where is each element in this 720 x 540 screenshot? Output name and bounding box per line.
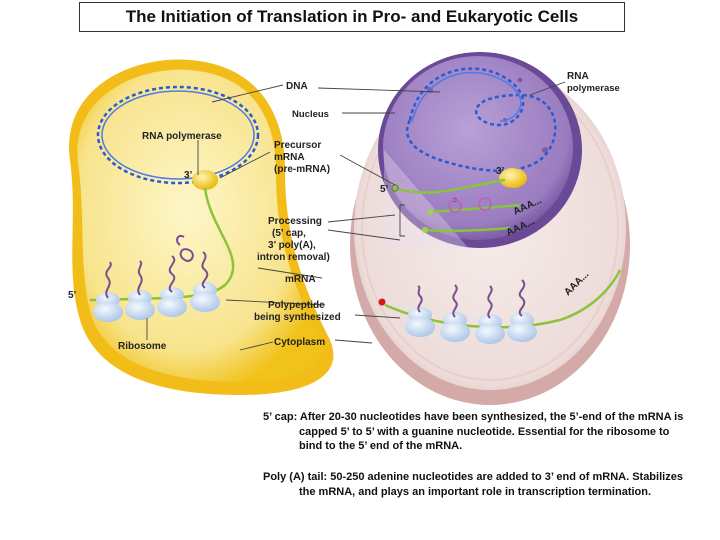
label-processing-line1: Processing	[268, 216, 322, 227]
note-five-prime-cap: 5’ cap: After 20-30 nucleotides have bee…	[263, 410, 693, 454]
label-precursor-line3: (pre-mRNA)	[274, 164, 330, 175]
leader-lines	[146, 81, 566, 351]
label-rna-polymerase-eukaryote-line2: polymerase	[567, 83, 620, 94]
label-three-prime-nucleus: 3’	[496, 166, 505, 177]
label-dna: DNA	[286, 81, 308, 92]
label-processing-line4: intron removal)	[257, 252, 330, 263]
label-rna-polymerase-eukaryote-line1: RNA	[567, 71, 589, 82]
prokaryote-dna-icon	[96, 85, 260, 185]
page-title: The Initiation of Translation in Pro- an…	[79, 2, 625, 32]
nucleus	[378, 52, 582, 250]
eukaryote-ribosomes	[405, 307, 537, 344]
label-polypeptide-line2: being synthesized	[254, 312, 341, 323]
label-rna-polymerase-prokaryote: RNA polymerase	[142, 131, 222, 142]
prokaryote-ribosomes	[93, 282, 220, 322]
label-five-prime-prokaryote: 5’	[68, 290, 77, 301]
label-precursor-line2: mRNA	[274, 152, 305, 163]
note-five-prime-cap-text: 5’ cap: After 20-30 nucleotides have bee…	[263, 411, 684, 452]
label-mrna: mRNA	[285, 274, 316, 285]
note-poly-a-tail: Poly (A) tail: 50-250 adenine nucleotide…	[263, 470, 693, 499]
label-ribosome: Ribosome	[118, 341, 167, 352]
prokaryote-mrna-strand	[89, 187, 235, 302]
label-processing-line3: 3’ poly(A),	[268, 240, 316, 251]
label-polypeptide-line1: Polypeptide	[268, 300, 325, 311]
eukaryote-polypeptides	[417, 279, 526, 319]
label-three-prime-prokaryote: 3’	[184, 170, 193, 181]
label-precursor-line1: Precursor	[274, 140, 321, 151]
label-processing-line2: (5’ cap,	[272, 228, 306, 239]
prokaryote-rna-polymerase-icon	[192, 170, 218, 190]
nucleus-dna-icon	[405, 67, 557, 172]
label-cytoplasm: Cytoplasm	[274, 337, 325, 348]
note-poly-a-tail-text: Poly (A) tail: 50-250 adenine nucleotide…	[263, 471, 683, 498]
pre-mrna-strand	[391, 178, 521, 233]
label-nucleus: Nucleus	[292, 109, 329, 120]
eukaryote-rna-polymerase-icon	[499, 168, 527, 188]
prokaryote-polypeptides	[105, 235, 209, 299]
label-five-prime-nucleus: 5’	[380, 184, 389, 195]
